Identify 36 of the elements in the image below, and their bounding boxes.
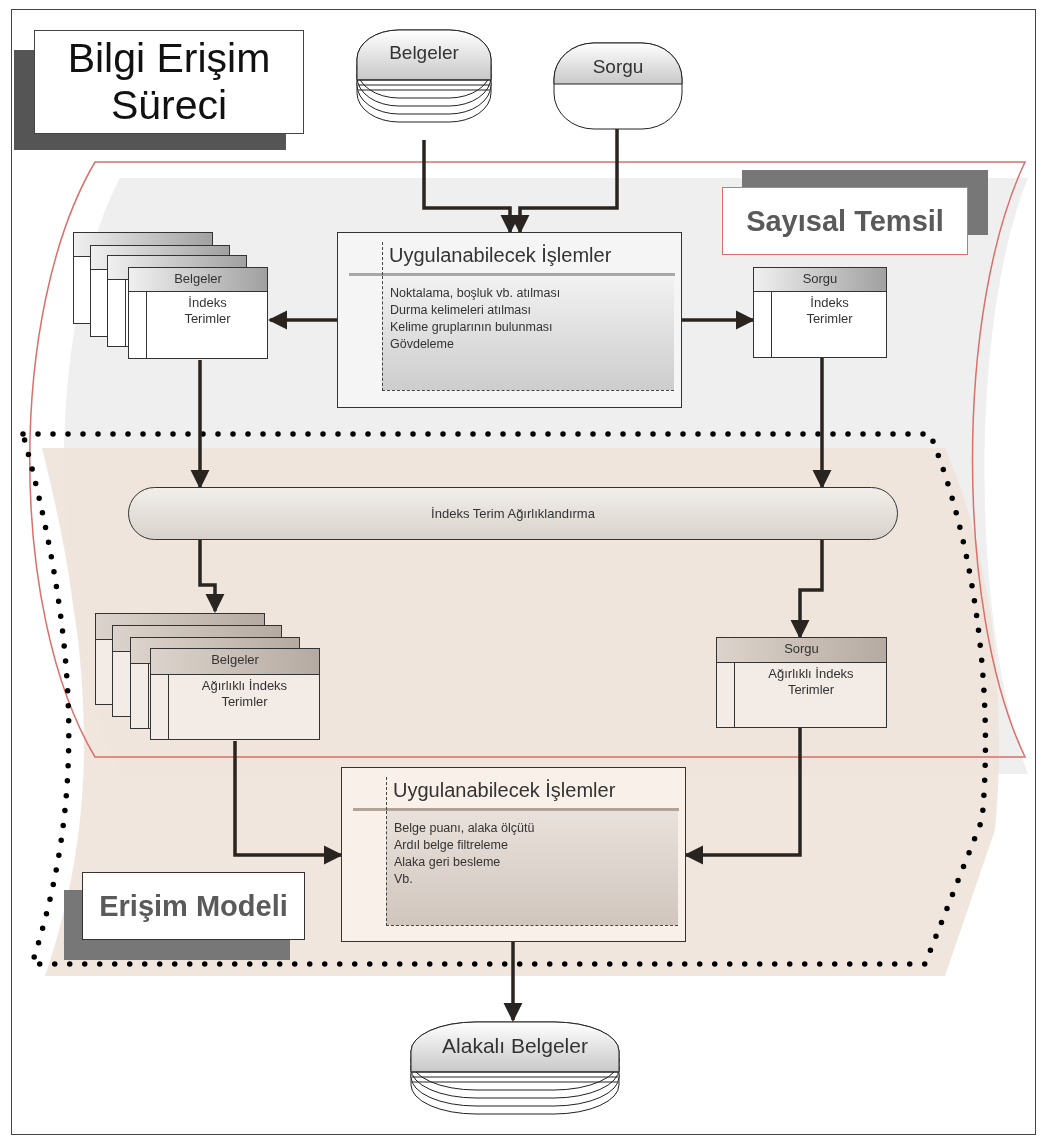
box-heading: Uygulanabilecek İşlemler	[393, 779, 616, 802]
arrow	[268, 310, 337, 330]
list-item: Noktalama, boşluk vb. atılması	[390, 285, 561, 302]
list-item: Kelime gruplarının bulunması	[390, 319, 553, 336]
list-item: Belge puanı, alaka ölçütü	[394, 820, 535, 837]
process-box	[337, 232, 682, 408]
list-item: Ardıl belge filtreleme	[394, 837, 508, 854]
list-item: Gövdeleme	[390, 336, 454, 353]
storage-label: Sorgu	[591, 56, 645, 78]
card-body-text: İndeks Terimler	[183, 295, 232, 327]
card-body-text: İndeks Terimler	[805, 295, 854, 327]
list-item: Durma kelimeleri atılması	[390, 302, 531, 319]
title: Bilgi Erişim Süreci	[34, 30, 304, 134]
arrow	[198, 540, 225, 613]
list-item: Alaka geri besleme	[394, 854, 501, 871]
card-header-label: Sorgu	[801, 271, 839, 286]
card-body-text: Ağırlıklı İndeks Terimler	[200, 678, 289, 710]
arrow	[684, 728, 802, 865]
arrow	[190, 360, 210, 489]
arrow	[812, 358, 832, 489]
card-header-label: Belgeler	[210, 652, 260, 667]
arrow	[790, 540, 824, 639]
band-label: Sayısal Temsil	[722, 187, 968, 255]
storage-label: Belgeler	[388, 42, 460, 64]
arrow	[233, 741, 343, 865]
storage-label: Alakalı Belgeler	[441, 1034, 589, 1058]
list-item: Vb.	[394, 871, 413, 888]
process-box	[341, 767, 686, 942]
arrow	[682, 310, 755, 330]
arrow	[503, 942, 523, 1022]
box-heading: Uygulanabilecek İşlemler	[389, 244, 612, 267]
process-pill: İndeks Terim Ağırlıklandırma	[128, 487, 898, 540]
card-header-label: Belgeler	[173, 271, 223, 286]
band-label: Erişim Modeli	[82, 872, 305, 940]
card-body-text: Ağırlıklı İndeks Terimler	[767, 666, 855, 698]
card-header-label: Sorgu	[783, 641, 820, 656]
